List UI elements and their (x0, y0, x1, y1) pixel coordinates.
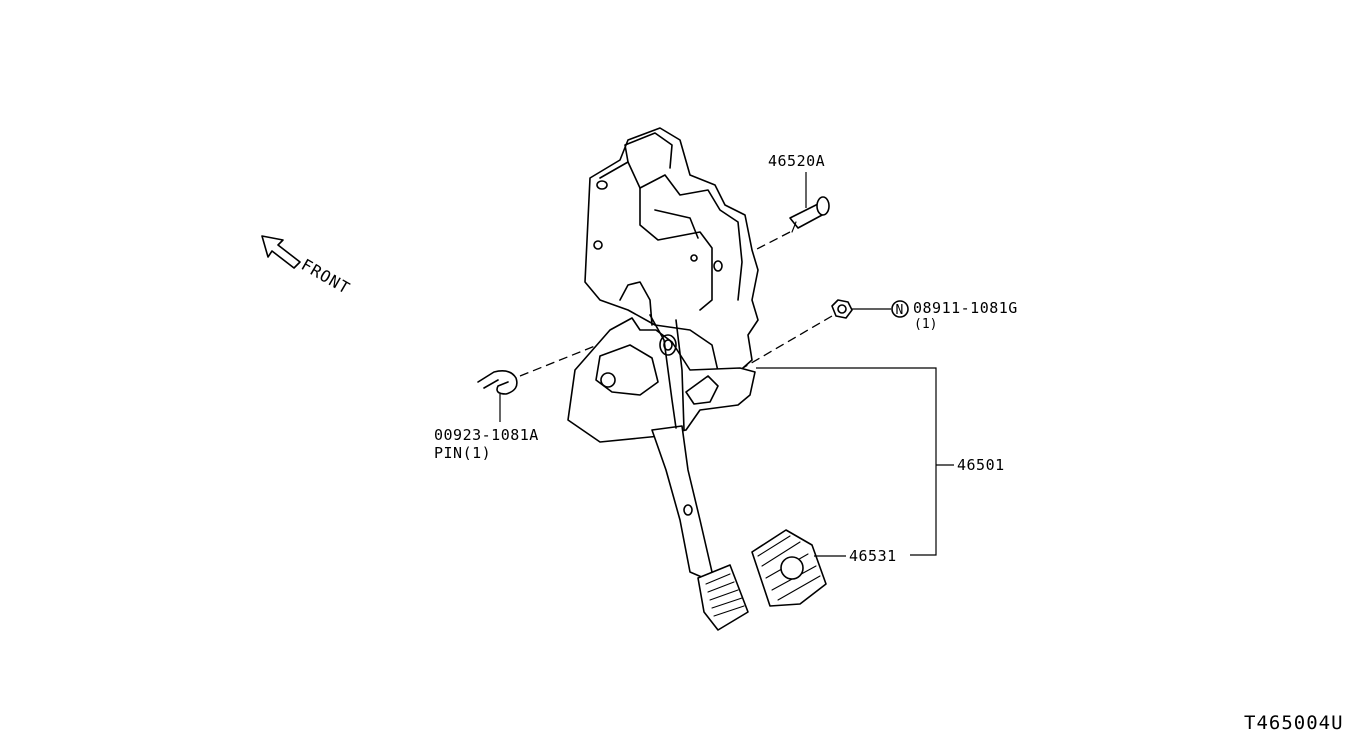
nut-quantity: (1) (914, 317, 937, 332)
diagram-code: T465004U (1244, 712, 1344, 734)
nut-assembly-line (704, 315, 833, 391)
pedal-assembly-part-number: 46501 (957, 456, 1005, 474)
pedal-pad-attached (697, 564, 749, 631)
pedal-pad-part-number: 46531 (849, 547, 897, 565)
nut-part-number: 08911-1081G (913, 299, 1018, 317)
pedal-pad-part (751, 529, 827, 607)
pin-part-number: 00923-1081A (434, 426, 539, 444)
pin-description: PIN(1) (434, 444, 491, 462)
nut-part (831, 299, 853, 319)
front-arrow-icon (261, 235, 301, 269)
assembly-bracket-leader (756, 367, 937, 556)
bolt-part-number: 46520A (768, 152, 825, 170)
bolt-part (789, 196, 830, 233)
pedal-bracket (567, 127, 759, 579)
front-label: FRONT (298, 255, 354, 298)
pin-assembly-line (519, 343, 601, 377)
nut-symbol: N (896, 303, 904, 318)
pin-part (477, 370, 518, 422)
nut-symbol-icon (891, 300, 909, 318)
